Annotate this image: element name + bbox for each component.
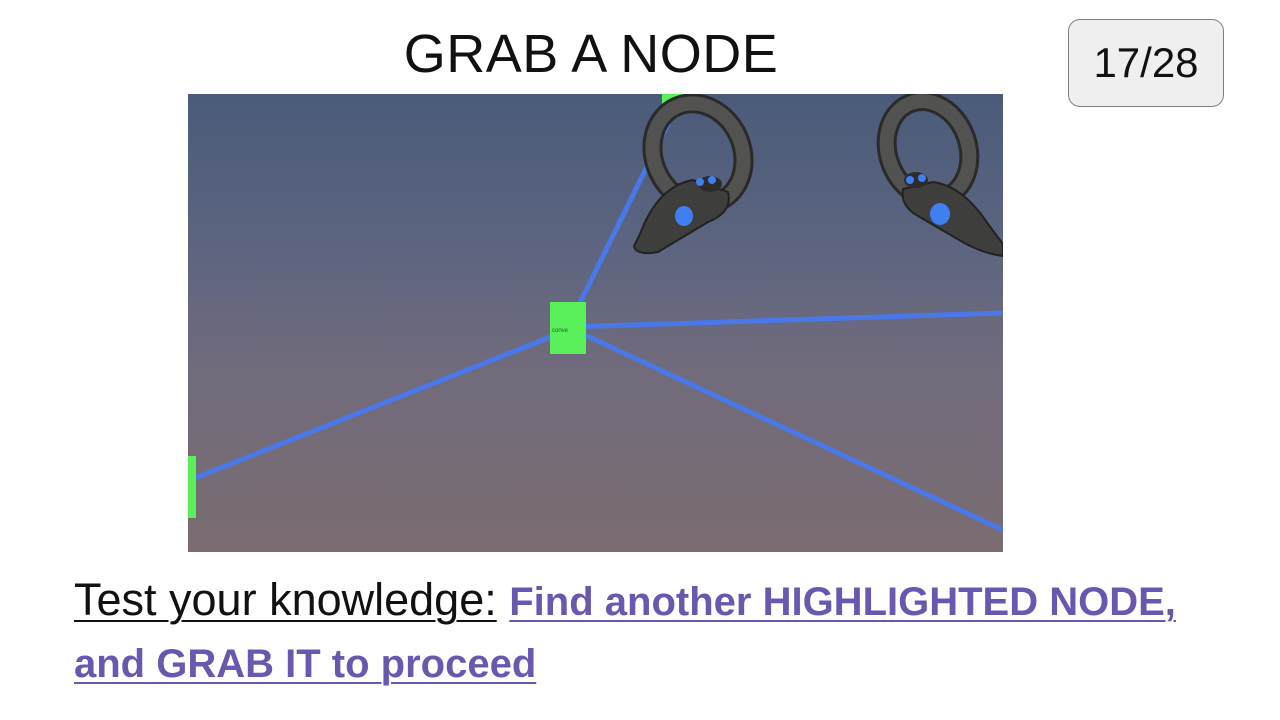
node-center[interactable]: conve: [550, 302, 586, 354]
instruction-caption: Test your knowledge: Find another HIGHLI…: [74, 570, 1194, 694]
instruction-link[interactable]: Find another HIGHLIGHTED NODE, and GRAB …: [74, 580, 1176, 686]
slide-counter-label: 17/28: [1093, 39, 1199, 86]
edge-to-right: [565, 310, 1003, 330]
slide-counter: 17/28: [1068, 19, 1224, 107]
right-controller-icon: [876, 94, 1003, 258]
edge-to-left-node: [188, 327, 571, 483]
vr-scene: conve: [188, 94, 1003, 552]
node-center-label: conve: [552, 328, 569, 334]
slide-title: GRAB A NODE: [403, 24, 779, 84]
caption-lead: Test your knowledge:: [74, 574, 497, 625]
scene-background: [188, 94, 1003, 552]
vr-viewport[interactable]: conve: [188, 94, 1003, 552]
node-left[interactable]: [188, 456, 196, 518]
edge-to-bottom-right: [565, 324, 1003, 533]
left-controller-icon: [632, 94, 754, 255]
